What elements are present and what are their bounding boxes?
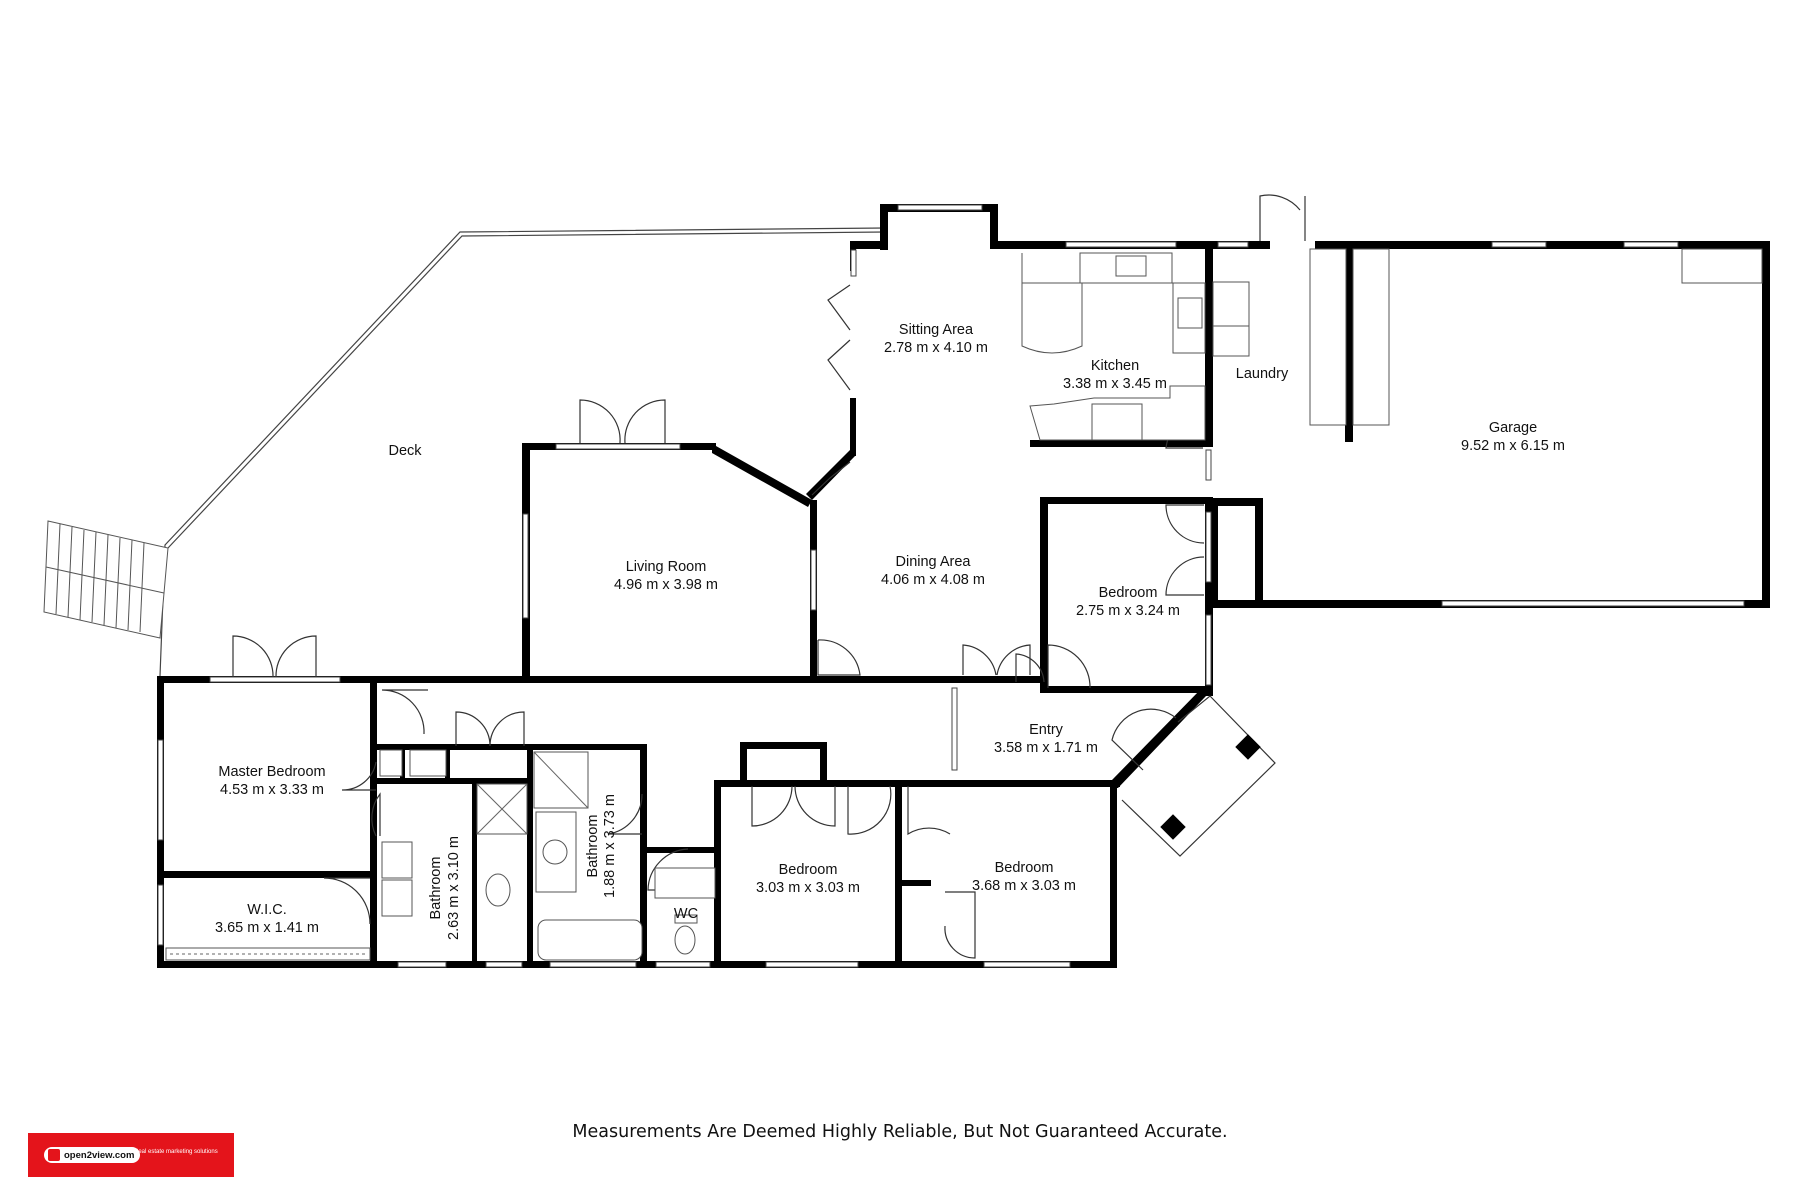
deck-outline [43, 227, 886, 677]
disclaimer-text: Measurements Are Deemed Highly Reliable,… [572, 1122, 1228, 1142]
wic-dims: 3.65 m x 1.41 m [215, 920, 319, 936]
dining-area-dims: 4.06 m x 4.08 m [881, 572, 985, 588]
master-bedroom-dims: 4.53 m x 3.33 m [220, 782, 324, 798]
living-room-label: Living Room [626, 559, 707, 575]
windows [157, 204, 1745, 968]
brand-badge[interactable]: open2view.com Real estate marketing solu… [28, 1133, 234, 1177]
bedroom-2-dims: 3.03 m x 3.03 m [756, 880, 860, 896]
bedroom-mid-label: Bedroom [1099, 585, 1158, 601]
bathroom-2-label: Bathroom [585, 815, 601, 878]
entry-dims: 3.58 m x 1.71 m [994, 740, 1098, 756]
brand-logo-icon [48, 1149, 60, 1161]
bathroom-1-dims: 2.63 m x 3.10 m [446, 836, 462, 940]
entry-label: Entry [1029, 722, 1064, 738]
brand-pill: open2view.com [44, 1147, 141, 1163]
bedroom-2-label: Bedroom [779, 862, 838, 878]
garage-label: Garage [1489, 420, 1537, 436]
wc-label: WC [674, 906, 698, 922]
brand-tagline: Real estate marketing solutions [134, 1149, 218, 1155]
bathroom-2-dims: 1.88 m x 3.73 m [602, 794, 618, 898]
bathroom-1-label: Bathroom [428, 857, 444, 920]
bedroom-3-dims: 3.68 m x 3.03 m [972, 878, 1076, 894]
kitchen-label: Kitchen [1091, 358, 1139, 374]
deck-label: Deck [388, 443, 422, 459]
master-bedroom-label: Master Bedroom [218, 764, 325, 780]
room-labels: Deck Sitting Area 2.78 m x 4.10 m Kitche… [215, 322, 1565, 940]
garage-dims: 9.52 m x 6.15 m [1461, 438, 1565, 454]
sitting-area-label: Sitting Area [899, 322, 974, 338]
bedroom-mid-dims: 2.75 m x 3.24 m [1076, 603, 1180, 619]
sitting-area-dims: 2.78 m x 4.10 m [884, 340, 988, 356]
laundry-label: Laundry [1236, 366, 1289, 382]
fixtures [165, 248, 1763, 961]
brand-name: open2view.com [64, 1149, 135, 1161]
living-room-dims: 4.96 m x 3.98 m [614, 577, 718, 593]
kitchen-dims: 3.38 m x 3.45 m [1063, 376, 1167, 392]
wic-label: W.I.C. [247, 902, 286, 918]
entry-porch [1121, 695, 1276, 857]
dining-area-label: Dining Area [896, 554, 972, 570]
doors [232, 194, 1306, 959]
bedroom-3-label: Bedroom [995, 860, 1054, 876]
